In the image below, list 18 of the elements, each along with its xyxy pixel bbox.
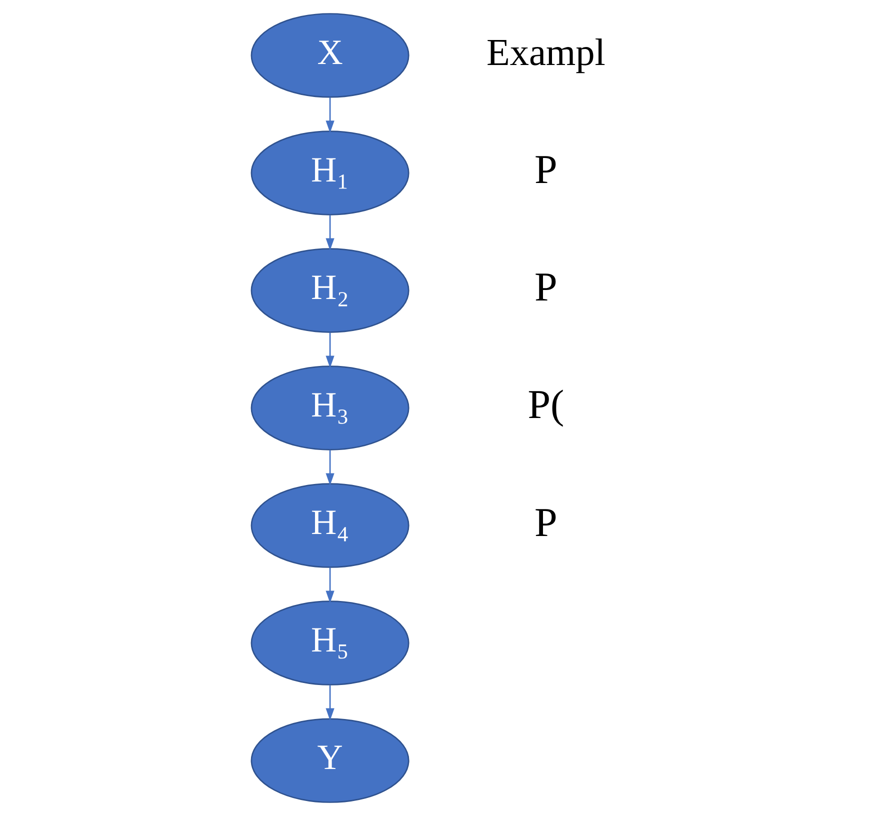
node-ellipse: H₂ xyxy=(250,248,410,333)
label: P( xyxy=(528,381,564,428)
label: Exampl xyxy=(486,32,606,74)
node-ellipse: H₃ xyxy=(250,366,410,450)
label: P xyxy=(534,498,558,545)
node-ellipse: H₁ xyxy=(250,130,410,216)
label: P xyxy=(534,264,558,310)
arrow xyxy=(326,450,334,486)
label: P xyxy=(534,146,558,192)
node-ellipse: H₄ xyxy=(250,483,410,568)
arrow xyxy=(326,685,334,721)
arrow xyxy=(326,568,334,604)
node-ellipse: H₅ xyxy=(250,600,410,686)
node-ellipse: X xyxy=(250,13,410,98)
node-ellipse: Y xyxy=(250,718,410,803)
arrow xyxy=(326,98,334,133)
arrow xyxy=(326,215,334,250)
arrow xyxy=(326,332,334,368)
